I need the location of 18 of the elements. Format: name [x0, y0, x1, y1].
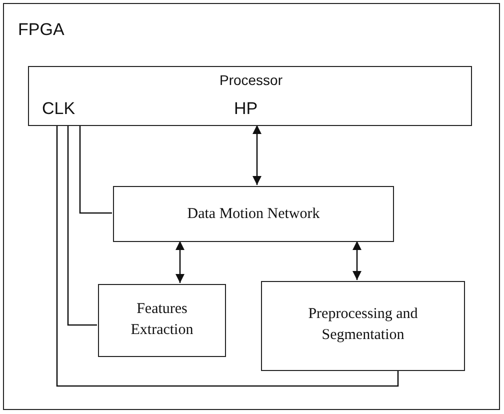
block-label: Data Motion Network: [186, 205, 321, 224]
block-label: Features Extraction: [130, 300, 194, 340]
port-label: CLK: [42, 99, 76, 119]
clock-line: [56, 125, 399, 387]
block-box: [113, 186, 394, 242]
port-label: HP: [234, 99, 258, 119]
fpga-region-box: [3, 3, 500, 410]
clock-line: [67, 125, 97, 326]
clock-line: [79, 125, 112, 214]
block-box: [261, 281, 465, 371]
arrow: [176, 241, 184, 283]
region-label: FPGA: [18, 20, 64, 40]
arrow: [352, 241, 362, 280]
arrow: [252, 125, 262, 185]
block-label: Preprocessing and Segmentation: [307, 305, 419, 345]
block-box: [98, 284, 226, 357]
block-label: Processor: [218, 72, 284, 88]
block-box: [28, 66, 472, 126]
